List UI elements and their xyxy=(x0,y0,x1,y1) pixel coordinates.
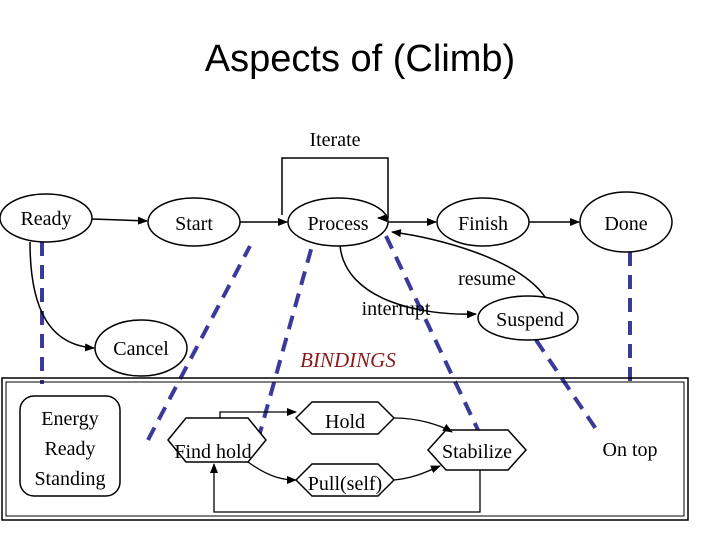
binding-energy-line-3: Standing xyxy=(34,468,105,490)
binding-line-process-findhold xyxy=(256,245,314,441)
state-done-label: Done xyxy=(604,213,647,235)
binding-findhold-label: Find hold xyxy=(174,441,251,463)
state-cancel-shape xyxy=(94,319,188,377)
state-ready-label: Ready xyxy=(20,208,71,230)
binding-hold-label: Hold xyxy=(325,411,365,433)
page-title: Aspects of (Climb) xyxy=(204,38,516,80)
arrow-iterate-loop xyxy=(281,157,389,222)
arrow-findhold-hold xyxy=(219,408,297,418)
binding-line-start-findhold xyxy=(146,245,252,441)
binding-line-process-stabilize xyxy=(384,235,480,431)
binding-energy-line-1: Energy xyxy=(41,408,98,430)
state-finish-label: Finish xyxy=(458,213,508,235)
state-done-shape xyxy=(579,191,673,253)
state-suspend-shape xyxy=(477,295,579,341)
arrow-ready-cancel xyxy=(29,241,95,352)
state-ready-shape xyxy=(0,193,93,243)
binding-pullself-label: Pull(self) xyxy=(308,473,382,495)
binding-energy-line-2: Ready xyxy=(44,438,95,460)
arrow-resume xyxy=(391,229,546,298)
label-resume: resume xyxy=(458,268,516,290)
binding-line-suspend-ontop xyxy=(534,338,600,434)
bindings-label: BINDINGS xyxy=(300,348,396,372)
bindings-inner-frame xyxy=(5,381,685,517)
binding-ontop-label: On top xyxy=(603,439,658,461)
binding-stabilize-label: Stabilize xyxy=(442,441,512,463)
state-shapes xyxy=(0,191,673,377)
arrow-ready-start xyxy=(91,216,148,225)
arrow-hold-stabilize xyxy=(393,417,453,433)
state-start-label: Start xyxy=(175,213,213,235)
bindings-outer-frame xyxy=(1,377,689,521)
state-process-label: Process xyxy=(307,213,368,235)
binding-findhold-shape xyxy=(167,417,267,463)
arrow-pullself-stabilize xyxy=(393,465,441,481)
state-cancel-label: Cancel xyxy=(113,338,169,360)
arrow-stabilize-findhold-loop xyxy=(210,463,481,513)
label-iterate: Iterate xyxy=(309,129,360,151)
arrow-interrupt xyxy=(339,245,477,319)
arrow-findhold-pullself xyxy=(247,461,297,484)
state-suspend-label: Suspend xyxy=(496,309,564,331)
binding-connectors xyxy=(40,235,632,441)
binding-energy-shape xyxy=(19,395,121,497)
label-interrupt: interrupt xyxy=(362,298,431,320)
